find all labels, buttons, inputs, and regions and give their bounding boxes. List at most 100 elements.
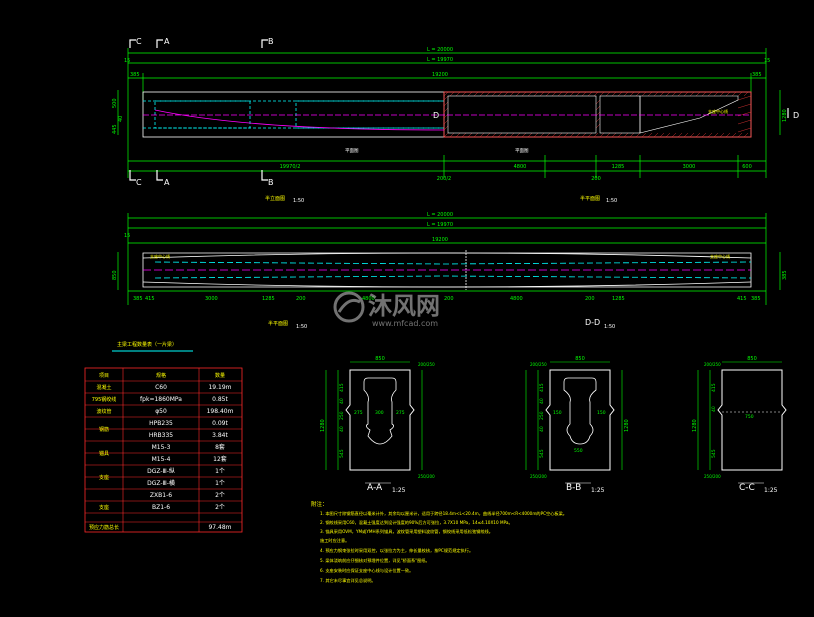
elev-title-right: 半平面图 — [580, 195, 600, 202]
quantity-table: 主梁工程数量表（一片梁） 项目 规格 数量 混凝土 C60 — [84, 341, 243, 533]
table-row: ZXB1-6 2个 — [150, 492, 225, 499]
table-cell-item: 波纹管 — [96, 408, 111, 415]
table-cell-spec: ZXB1-6 — [150, 492, 172, 499]
elev-title-scale-left: 1:50 — [293, 198, 304, 204]
elevation-view: L = 20000 L = 19970 19200 15 15 385 385 … — [112, 37, 799, 204]
plan-left-height: 850 — [112, 270, 118, 280]
table-title: 主梁工程数量表（一片梁） — [117, 341, 177, 348]
section-b-b-dim: 550 — [574, 448, 583, 454]
table-cell-spec: DGZ-Ⅲ-横 — [147, 479, 175, 487]
elev-center-text-left: 平面图 — [345, 148, 359, 154]
plan-center-label-right: 支座中心线 — [710, 253, 730, 259]
table-cell-item: 支座 — [99, 474, 109, 481]
table-row: HRB335 3.84t — [149, 432, 229, 439]
plan-title: 半平面图 — [268, 320, 288, 327]
table-cell-qty: 1个 — [215, 468, 225, 475]
section-c-c-top-dim: 200/250 — [704, 362, 721, 367]
section-c-c-bottom-dim: 250/200 — [704, 474, 721, 479]
table-cell-qty: 2个 — [215, 492, 225, 499]
table-rows: 混凝土 C60 19.19m 795钢绞线 fpk=1860MPa 0.85t … — [89, 384, 234, 531]
elev-end-gap-right: 15 — [764, 58, 770, 64]
section-b-b-scale: 1:25 — [591, 487, 605, 494]
table-cell-item: 预应力筋总长 — [89, 524, 119, 531]
watermark-logo — [333, 291, 365, 323]
section-a-a-dim: 40 — [339, 426, 345, 432]
elev-title-scale-right: 1:50 — [606, 198, 617, 204]
section-c-c-height: 1280 — [692, 419, 698, 432]
section-c-c: 850 200/250 250/200 1280 415 40 545 750 … — [692, 356, 787, 494]
section-c-c-dim: 750 — [745, 414, 754, 420]
table-cell-qty: 19.19m — [208, 384, 231, 391]
note-line: 3. 锚具采用OVM，YM或YMH系列锚具，波纹管采用塑料波纹管，钢绞线采用低松… — [320, 528, 493, 535]
elev-bottom-dim: 600 — [742, 164, 752, 170]
table-cell-qty: 97.48m — [208, 524, 231, 531]
elev-bottom-dim: 3000 — [683, 164, 696, 170]
table-row: 支座 DGZ-Ⅲ-纵 1个 — [99, 468, 225, 481]
table-cell-item: 钢筋 — [99, 426, 109, 433]
elev-right-label: 支座中心线 — [708, 108, 728, 114]
plan-bottom-dim: 200 — [444, 296, 454, 302]
elev-left-height-1: 500 — [112, 98, 118, 108]
table-cell-qty: 1个 — [215, 480, 225, 487]
note-line: 2. 钢绞线采用C60，混凝土强度达到设计强度的90%后方可张拉，3.7Ⅹ10 … — [320, 519, 513, 526]
section-b-b-void — [563, 377, 597, 445]
table-header-qty: 数量 — [215, 372, 225, 379]
plan-dim-total: L = 20000 — [427, 212, 453, 218]
table-cell-qty: 0.85t — [212, 396, 228, 403]
table-cell-spec: HPB235 — [149, 420, 173, 427]
elevation-tendons — [143, 109, 751, 131]
elev-left-height-2: 445 — [112, 124, 118, 134]
plan-bottom-dim: 4800 — [362, 296, 375, 302]
section-a-a-dim: 250 — [339, 411, 345, 420]
notes: 附注： 1. 本图尺寸除钢筋直径以毫米计外，其余均以厘米计，适用于跨径18.4m… — [311, 500, 567, 584]
table-cell-qty: 0.09t — [212, 420, 228, 427]
section-c-c-dim: 545 — [711, 449, 717, 458]
table-cell-item: 795钢绞线 — [92, 396, 117, 403]
plan-ducts — [154, 261, 752, 279]
note-line: 施工时应注意。 — [320, 537, 349, 544]
section-a-a-dim: 40 — [339, 398, 345, 404]
elevation-hatched-half — [443, 91, 752, 138]
section-b-b-dims — [525, 361, 623, 470]
plan-bottom-dim: 415 — [737, 296, 747, 302]
table-row: 波纹管 φ50 198.40m — [96, 408, 233, 415]
elev-dim-inner: 19200 — [432, 72, 448, 78]
section-a-a-dim: 545 — [339, 449, 345, 458]
watermark: 沐风网 www.mfcad.com — [333, 291, 440, 328]
plan-dim-span: L = 19970 — [427, 222, 453, 228]
table-grid — [85, 368, 242, 532]
plan-right-height: 385 — [782, 270, 788, 280]
elev-dim-total: L = 20000 — [427, 47, 453, 53]
elev-bottom-dim: 4800 — [514, 164, 527, 170]
plan-bottom-dim: 385 — [751, 296, 761, 302]
table-cell-spec: fpk=1860MPa — [140, 396, 182, 403]
dd-title: D-D — [585, 318, 600, 327]
elev-title-left: 半立面图 — [265, 195, 285, 202]
table-row: 锚具 M15-3 8套 — [99, 443, 225, 457]
note-line: 7. 其它未尽事宜详见总说明。 — [320, 577, 376, 584]
section-markers — [129, 39, 789, 181]
section-a-a-void — [363, 377, 397, 445]
table-cell-item: 锚具 — [99, 450, 109, 457]
section-b-b-dim: 250 — [539, 411, 545, 420]
elev-left-height-3: 40 — [118, 116, 124, 122]
section-b-b-dim: 150 — [597, 410, 606, 416]
table-cell-spec: M15-3 — [152, 444, 171, 451]
plan-title-scale: 1:50 — [296, 324, 307, 330]
table-cell-qty: 2个 — [215, 504, 225, 511]
plan-bottom-dim: 1285 — [262, 296, 275, 302]
section-b-b-dim: 40 — [539, 426, 545, 432]
table-row: 钢筋 HPB235 0.09t — [99, 420, 229, 433]
section-c-c-width: 850 — [747, 356, 757, 362]
plan-center-label-left: 支座中心线 — [150, 253, 170, 259]
table-cell-qty: 198.40m — [207, 408, 234, 415]
table-row: 混凝土 C60 19.19m — [96, 384, 231, 391]
section-a-a-height: 1280 — [320, 419, 326, 432]
dd-scale: 1:50 — [604, 324, 615, 330]
section-a-a-title: A-A — [367, 483, 383, 493]
section-a-a: 850 200/250 250/200 1280 415 40 250 40 5… — [320, 356, 435, 494]
section-c-c-title: C-C — [739, 483, 755, 493]
table-cell-spec: M15-4 — [152, 456, 171, 463]
elevation-beam-outline — [142, 91, 752, 138]
